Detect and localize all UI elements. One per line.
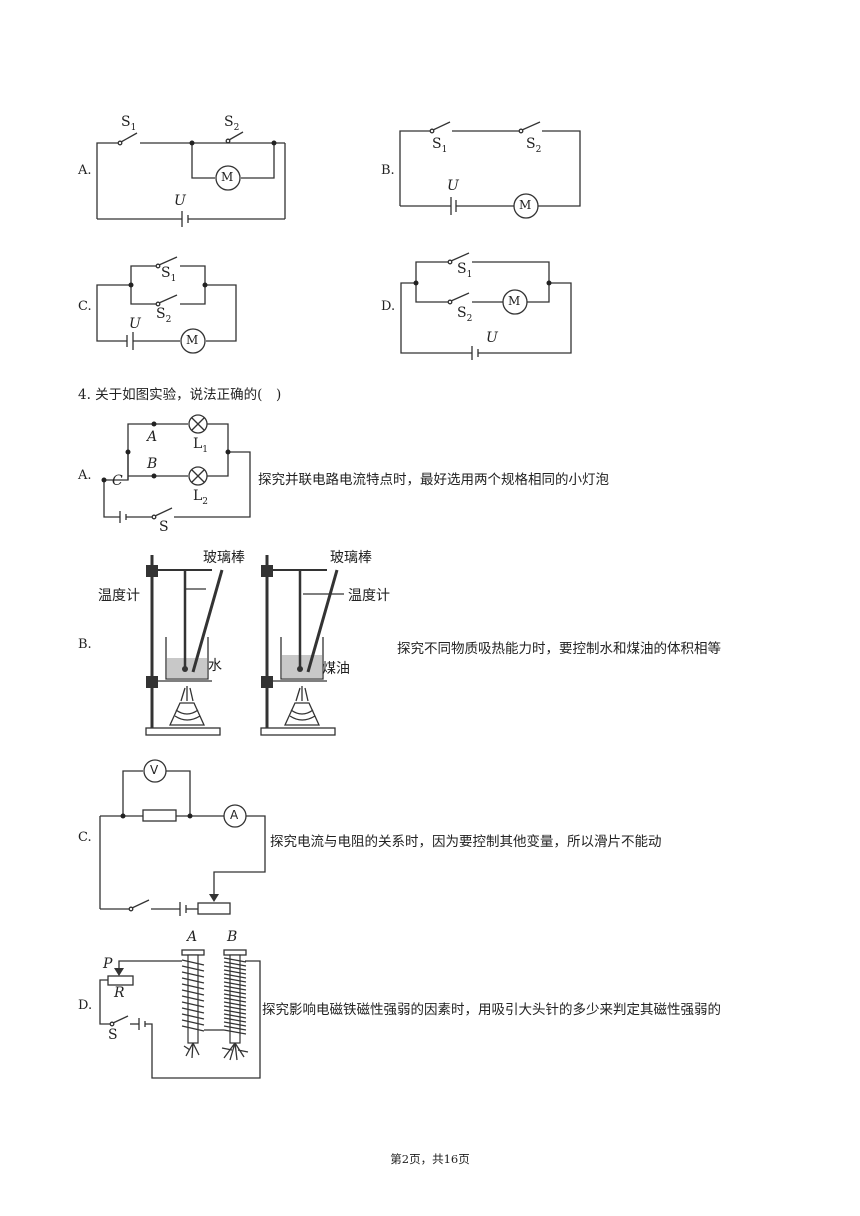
option-a-text: 探究并联电路电流特点时，最好选用两个规格相同的小灯泡 (258, 472, 609, 488)
slider-p-label: P (103, 956, 113, 972)
option-d-letter: D. (78, 998, 93, 1013)
option-a-letter: A. (78, 468, 92, 483)
option-b-text: 探究不同物质吸热能力时，要控制水和煤油的体积相等 (397, 641, 721, 657)
source-label: U (129, 316, 141, 332)
nail-b-label: B (227, 929, 238, 945)
source-label: U (447, 178, 459, 194)
question-4-stem: 4. 关于如图实验，说法正确的( ) (78, 387, 282, 403)
water-label: 水 (208, 658, 222, 674)
option-b-letter: B. (78, 637, 92, 652)
motor-label: M (221, 170, 234, 184)
option-d-letter: D. (381, 299, 396, 314)
switch-s1-label: S1 (161, 265, 177, 284)
switch-s2-label: S2 (457, 305, 473, 324)
switch-label: S (108, 1027, 118, 1043)
option-c-letter: C. (78, 299, 92, 314)
thermometer-label-left: 温度计 (98, 588, 140, 604)
option-b-letter: B. (381, 163, 395, 178)
source-label: U (486, 330, 498, 346)
switch-s1-label: S1 (457, 261, 473, 280)
glass-rod-label-right: 玻璃棒 (330, 550, 372, 566)
lamp-l1-label: L1 (193, 436, 209, 455)
option-c-letter: C. (78, 830, 92, 845)
switch-s2-label: S2 (526, 136, 542, 155)
lamp-l2-label: L2 (193, 488, 209, 507)
option-d-text: 探究影响电磁铁磁性强弱的因素时，用吸引大头针的多少来判定其磁性强弱的 (262, 1002, 721, 1018)
thermometer-label-right: 温度计 (348, 588, 390, 604)
switch-s2-label: S2 (156, 306, 172, 325)
motor-icon (215, 165, 241, 191)
voltmeter-icon: V (150, 763, 159, 777)
glass-rod-label-left: 玻璃棒 (203, 550, 245, 566)
switch-s1-label: S1 (432, 136, 448, 155)
option-c-text: 探究电流与电阻的关系时，因为要控制其他变量，所以滑片不能动 (270, 834, 662, 850)
point-a-label: A (147, 429, 158, 445)
kerosene-label: 煤油 (322, 661, 350, 677)
point-c-label: C (112, 473, 123, 489)
rheostat-r-label: R (114, 985, 125, 1001)
ammeter-icon: A (230, 808, 239, 822)
point-b-label: B (147, 456, 158, 472)
motor-label: M (186, 333, 199, 347)
motor-label: M (508, 294, 521, 308)
switch-s1-label: S1 (121, 114, 137, 133)
page-footer: 第2页，共16页 (390, 1152, 470, 1166)
switch-label: S (159, 519, 169, 535)
switch-s2-label: S2 (224, 114, 240, 133)
option-a-letter: A. (78, 163, 92, 178)
source-label: U (174, 193, 186, 209)
motor-label: M (519, 198, 532, 212)
nail-a-label: A (187, 929, 198, 945)
